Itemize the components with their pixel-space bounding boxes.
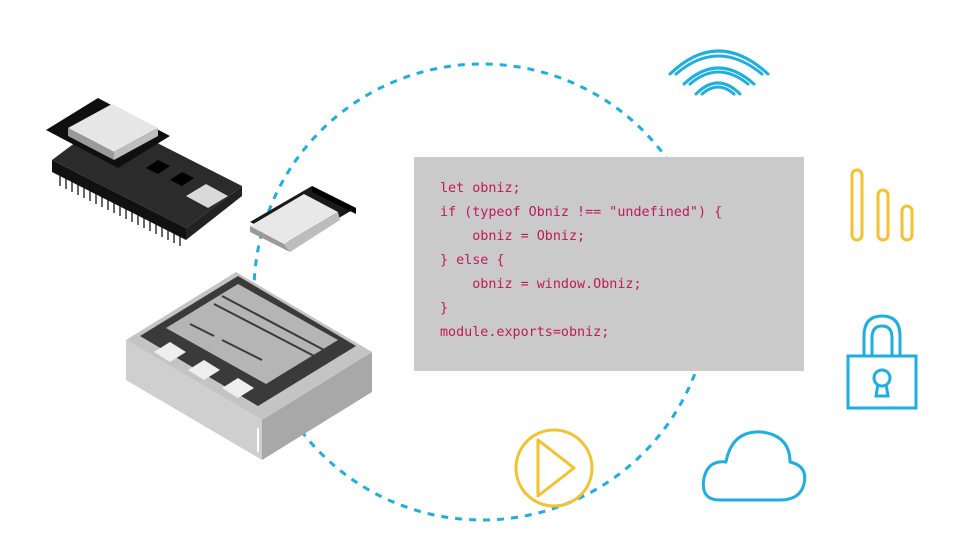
code-line: obniz = Obniz; (440, 229, 586, 244)
code-line: module.exports=obniz; (440, 325, 610, 340)
cloud-icon (701, 430, 807, 502)
code-line: obniz = window.Obniz; (440, 277, 642, 292)
code-panel: let obniz; if (typeof Obniz !== "undefin… (414, 157, 804, 371)
code-line: if (typeof Obniz !== "undefined") { (440, 205, 723, 220)
code-line: let obniz; (440, 181, 521, 196)
code-block: let obniz; if (typeof Obniz !== "undefin… (440, 177, 722, 345)
signal-bars-icon (850, 168, 914, 242)
obniz-device-icon (126, 272, 372, 460)
wifi-icon (668, 49, 770, 96)
dev-board-icon (46, 98, 242, 246)
code-line: } else { (440, 253, 505, 268)
padlock-icon (846, 314, 918, 410)
play-icon (514, 428, 594, 508)
module-icon (250, 186, 356, 252)
code-line: } (440, 301, 449, 316)
